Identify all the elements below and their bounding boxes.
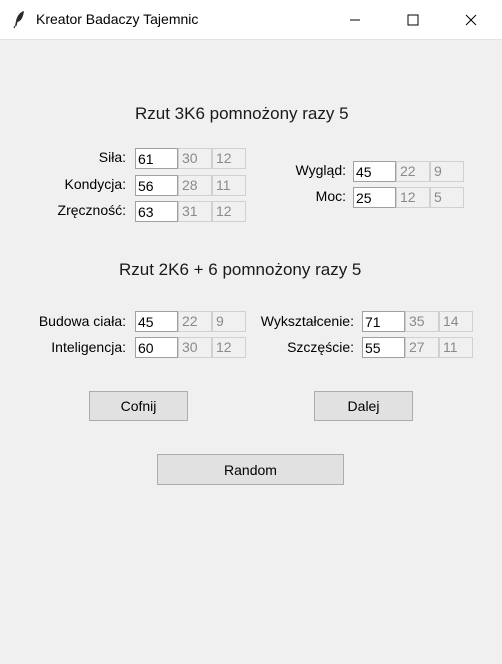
stat-label-budowa: Budowa ciała: [38,313,126,329]
stat-half-moc: 12 [396,187,430,208]
stat-fifth-zrecznosc: 12 [212,201,246,222]
feather-icon [10,9,30,29]
section2-heading: Rzut 2K6 + 6 pomnożony razy 5 [119,260,362,279]
stat-label-zrecznosc: Zręczność: [57,202,126,218]
stat-input-wyglad[interactable] [353,161,396,182]
stat-input-budowa[interactable] [135,311,178,332]
maximize-button[interactable] [384,0,442,39]
stat-label-sila: Siła: [98,149,126,165]
section1-heading: Rzut 3K6 pomnożony razy 5 [135,104,349,123]
stat-label-wyksztalcenie: Wykształcenie: [260,313,354,329]
stat-fifth-sila: 12 [212,148,246,169]
minimize-button[interactable] [326,0,384,39]
stat-fifth-wyglad: 9 [430,161,464,182]
stat-input-moc[interactable] [353,187,396,208]
stat-half-wyglad: 22 [396,161,430,182]
stat-half-budowa: 22 [178,311,212,332]
stat-input-szczescie[interactable] [362,337,405,358]
stat-fifth-wyksztalcenie: 14 [439,311,473,332]
stat-fifth-szczescie: 11 [439,337,473,358]
stat-fifth-kondycja: 11 [212,175,246,196]
stat-label-wyglad: Wygląd: [295,162,346,178]
maximize-icon [407,14,419,26]
close-icon [465,14,477,26]
stat-label-kondycja: Kondycja: [64,176,126,192]
stat-input-kondycja[interactable] [135,175,178,196]
stat-label-szczescie: Szczęście: [287,339,354,355]
stat-half-kondycja: 28 [178,175,212,196]
stat-fifth-moc: 5 [430,187,464,208]
stat-half-inteligencja: 30 [178,337,212,358]
next-button[interactable]: Dalej [314,391,413,421]
back-button[interactable]: Cofnij [89,391,188,421]
title-bar[interactable]: Kreator Badaczy Tajemnic [0,0,502,40]
stat-label-moc: Moc: [315,188,346,204]
stat-half-szczescie: 27 [405,337,439,358]
stat-input-zrecznosc[interactable] [135,201,178,222]
minimize-icon [349,14,361,26]
stat-half-wyksztalcenie: 35 [405,311,439,332]
stat-input-wyksztalcenie[interactable] [362,311,405,332]
stat-half-sila: 30 [178,148,212,169]
stat-half-zrecznosc: 31 [178,201,212,222]
stat-label-inteligencja: Inteligencja: [51,339,126,355]
stat-input-inteligencja[interactable] [135,337,178,358]
stat-input-sila[interactable] [135,148,178,169]
close-button[interactable] [442,0,500,39]
stat-fifth-budowa: 9 [212,311,246,332]
stat-fifth-inteligencja: 12 [212,337,246,358]
window-title: Kreator Badaczy Tajemnic [36,11,199,27]
random-button[interactable]: Random [157,454,344,485]
